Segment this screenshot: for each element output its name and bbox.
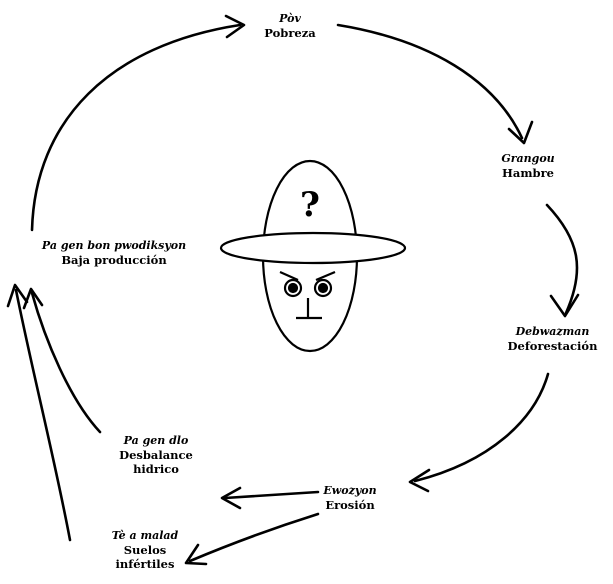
node-suelos-creole: Tè a malad [111, 529, 179, 542]
arrow-hambre-to-deforest [545, 203, 579, 315]
node-baja-creole: Pa gen bon pwodiksyon [41, 239, 187, 252]
node-hambre-creole: Grangou [501, 152, 555, 165]
node-erosion-spanish: Erosión [325, 497, 375, 512]
hat-brim [219, 231, 407, 265]
node-suelos: Tè a malad Suelos infértiles [104, 529, 186, 572]
puzzled-farmer-icon [219, 159, 407, 353]
arrow-baja-to-pobreza [30, 23, 242, 232]
node-desbalance-creole: Pa gen dlo [123, 434, 189, 447]
arrow-pobreza-to-hambre [336, 23, 524, 140]
right-eyebrow [315, 270, 336, 282]
right-eye [313, 278, 333, 298]
node-baja-spanish: Baja producción [61, 252, 167, 267]
node-suelos-spanish: Suelos infértiles [115, 542, 175, 572]
left-pupil [287, 282, 299, 294]
arrowhead-pobreza [224, 14, 246, 39]
left-eye [283, 278, 303, 298]
node-pobreza-creole: Pòv [279, 12, 301, 25]
arrow-erosion-to-desbalance [223, 490, 320, 500]
arrowhead-hambre [507, 120, 534, 145]
arrow-erosion-to-suelos [188, 512, 320, 563]
node-desbalance-spanish: Desbalance hidrico [119, 447, 193, 477]
left-eyebrow [279, 270, 299, 282]
arrowhead-suelos [184, 543, 208, 566]
node-hambre-spanish: Hambre [502, 165, 554, 180]
right-pupil [317, 282, 329, 294]
node-erosion-creole: Ewozyon [323, 484, 377, 497]
node-desbalance: Pa gen dlo Desbalance hidrico [108, 434, 204, 477]
arrowhead-desbalance [220, 486, 242, 510]
node-deforestacion-creole: Debwazman [515, 325, 590, 338]
node-deforestacion-spanish: Deforestación [507, 338, 598, 353]
arrowhead-deforest [549, 293, 580, 318]
node-erosion: Ewozyon Erosión [310, 484, 390, 512]
node-hambre: Grangou Hambre [483, 152, 573, 180]
node-pobreza-spanish: Pobreza [264, 25, 316, 40]
arrowhead-erosion [408, 468, 431, 493]
arrow-deforest-to-erosion [413, 372, 550, 483]
node-pobreza: Pòv Pobreza [245, 12, 335, 40]
question-mark: ? [300, 185, 320, 225]
node-baja-produccion: Pa gen bon pwodiksyon Baja producción [14, 239, 214, 267]
arrow-suelos-to-baja [14, 288, 72, 542]
arrowhead-baja-2 [6, 283, 29, 308]
node-deforestacion: Debwazman Deforestación [495, 325, 610, 353]
arrow-desbalance-to-baja [30, 291, 102, 434]
